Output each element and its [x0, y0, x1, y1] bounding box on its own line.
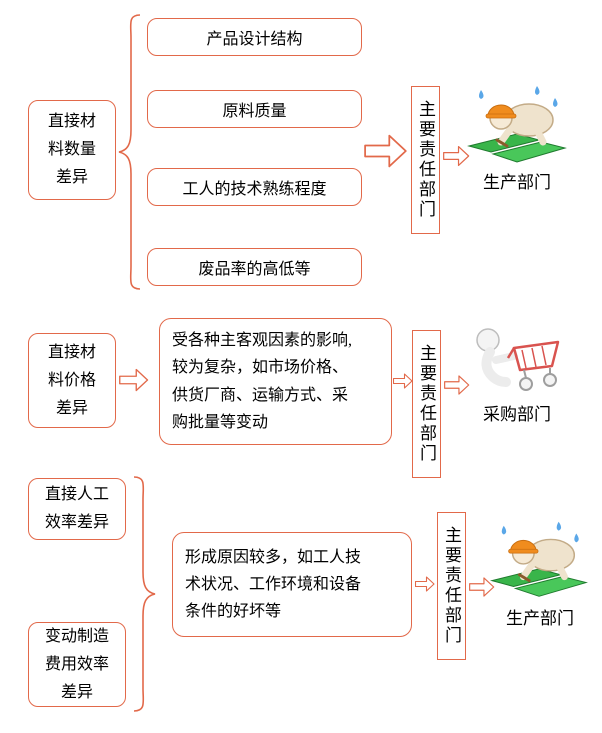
responsibility-label: 主要责任部门	[412, 330, 441, 478]
worker-icon	[467, 86, 567, 163]
right-arrow-icon	[444, 375, 470, 395]
box-direct-material-quantity-variance: 直接材 料数量 差异	[28, 100, 116, 200]
responsibility-text: 主要责任部门	[416, 100, 435, 220]
worker-icon	[490, 521, 588, 597]
right-arrow-icon	[469, 577, 495, 597]
department-label: 生产部门	[506, 609, 574, 628]
right-arrow-icon	[415, 576, 435, 592]
description-text: 形成原因较多，如工人技 术状况、工作环境和设备 条件的好坏等	[185, 548, 362, 621]
factor-label: 工人的技术熟练程度	[182, 181, 327, 198]
left-brace	[118, 14, 141, 290]
responsibility-text: 主要责任部门	[442, 526, 461, 646]
factor-box-worker-skill: 工人的技术熟练程度	[147, 168, 362, 206]
description-box-efficiency-variance: 形成原因较多，如工人技 术状况、工作环境和设备 条件的好坏等	[172, 532, 412, 637]
box-label: 直接材 料数量 差异	[47, 113, 96, 186]
factor-label: 产品设计结构	[206, 31, 303, 48]
box-variable-overhead-efficiency-variance: 变动制造 费用效率 差异	[28, 622, 126, 707]
right-arrow-icon	[119, 368, 149, 392]
responsibility-label: 主要责任部门	[437, 512, 466, 660]
factor-label: 废品率的高低等	[198, 261, 311, 278]
right-arrow-icon	[364, 134, 407, 168]
responsibility-text: 主要责任部门	[417, 344, 436, 464]
description-text: 受各种主客观因素的影响, 较为复杂，如市场价格、 供货厂商、运输方式、采 购批量…	[172, 332, 353, 431]
factor-box-scrap-rate: 废品率的高低等	[147, 248, 362, 286]
box-label: 变动制造 费用效率 差异	[44, 627, 109, 701]
box-direct-labor-efficiency-variance: 直接人工 效率差异	[28, 478, 126, 540]
description-box-price-variance: 受各种主客观因素的影响, 较为复杂，如市场价格、 供货厂商、运输方式、采 购批量…	[159, 318, 392, 445]
right-arrow-icon	[393, 373, 413, 389]
box-direct-material-price-variance: 直接材 料价格 差异	[28, 333, 116, 428]
factor-label: 原料质量	[222, 103, 287, 120]
right-arrow-icon	[443, 145, 470, 167]
right-brace	[133, 476, 156, 712]
box-label: 直接人工 效率差异	[44, 486, 109, 531]
department-label: 采购部门	[483, 405, 551, 424]
responsibility-label: 主要责任部门	[411, 86, 440, 234]
shopper-cart-icon	[476, 328, 560, 391]
department-label: 生产部门	[483, 173, 551, 192]
factor-box-product-design: 产品设计结构	[147, 18, 362, 56]
factor-box-raw-material-quality: 原料质量	[147, 90, 362, 128]
box-label: 直接材 料价格 差异	[47, 343, 96, 417]
